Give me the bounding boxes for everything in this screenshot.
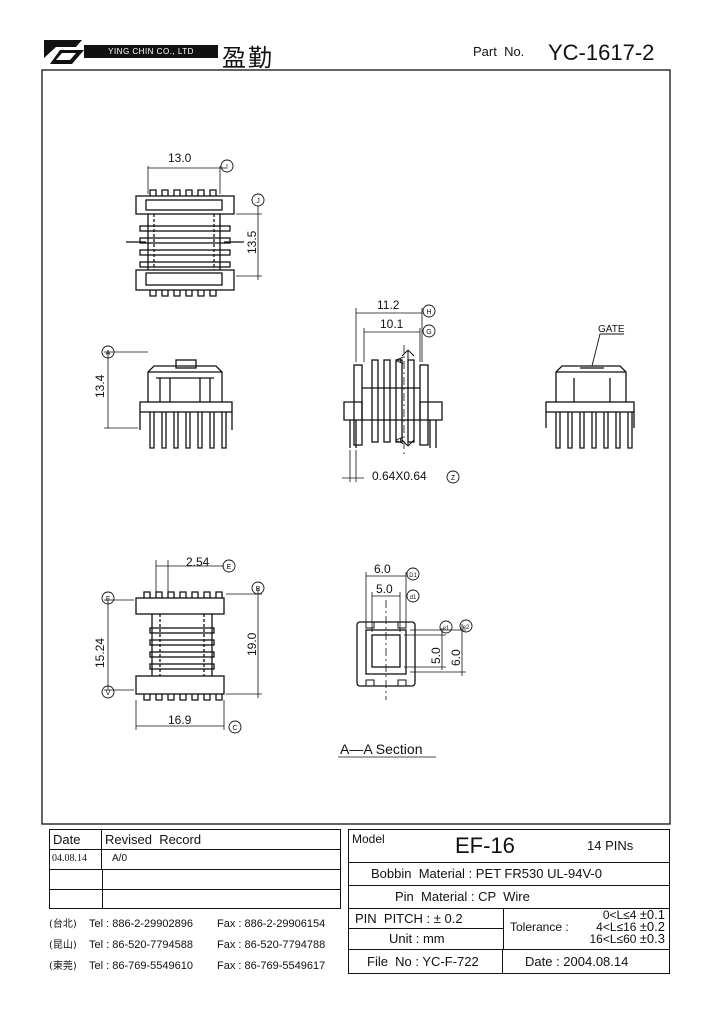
drawing-frame	[41, 69, 671, 825]
dim-label: 5.0	[429, 647, 443, 664]
drawing-date: Date : 2004.08.14	[525, 954, 629, 969]
model-row: Model EF-16 14 PINs	[349, 830, 669, 863]
contact-fax: Fax : 86-769-5549617	[217, 960, 326, 972]
contact-location: (昆山)	[49, 940, 77, 951]
reference-circle-label: H	[426, 309, 431, 316]
revision-date: 04.08.14	[50, 850, 102, 869]
dim-label: 15.24	[93, 638, 107, 668]
logo-mark-icon	[44, 40, 84, 64]
model-label: Model	[352, 832, 385, 846]
tolerance-value: ±0.2	[639, 919, 665, 934]
revision-date-header: Date	[50, 830, 102, 849]
reference-circle-label: Z	[451, 475, 456, 482]
contact-row: (昆山) Tel : 86-520-7794588 Fax : 86-520-7…	[49, 935, 345, 956]
pitch-tolerance-row: PIN PITCH : ± 0.2 Unit : mm Tolerance : …	[349, 907, 669, 950]
company-logo	[42, 38, 86, 66]
tolerance-label: Tolerance :	[510, 920, 569, 934]
reference-circle-label: D1	[409, 573, 417, 579]
dim-label: 6.0	[449, 649, 463, 666]
tolerance-range: 0<L≤4	[602, 908, 637, 922]
reference-circle-label: G	[426, 329, 431, 336]
tolerance-block: Tolerance : 0<L≤4 ±0.1 4<L≤16 ±0.2 16<L≤…	[504, 907, 669, 949]
section-view	[338, 567, 473, 758]
contact-fax: Fax : 86-520-7794788	[217, 939, 326, 951]
reference-circle-label: J	[256, 198, 260, 205]
reference-circle-label: A	[106, 350, 111, 357]
dim-label: 13.0	[168, 151, 192, 165]
reference-circle-label: C	[232, 725, 237, 732]
revision-record-header: Revised Record	[105, 832, 202, 847]
contact-location: (台北)	[49, 919, 77, 930]
company-banner: YING CHIN CO., LTD	[84, 45, 218, 58]
front-view	[101, 345, 233, 449]
contact-tel: Tel : 886-2-29902896	[89, 918, 193, 930]
reference-circle-label: F	[106, 596, 110, 603]
tolerance-range: 4<L≤16	[596, 920, 637, 934]
dim-label: 10.1	[380, 317, 404, 331]
section-title: A—A Section	[340, 741, 423, 757]
reference-circle-label: e2	[463, 625, 470, 631]
revision-record	[103, 870, 340, 889]
revision-row	[50, 870, 340, 890]
contact-row: (台北) Tel : 886-2-29902896 Fax : 886-2-29…	[49, 914, 345, 935]
reference-circle-label: B	[256, 586, 261, 593]
reference-circle-label: e1	[443, 626, 450, 632]
contact-row: (東莞) Tel : 86-769-5549610 Fax : 86-769-5…	[49, 956, 345, 977]
revision-header: Date Revised Record	[50, 830, 340, 850]
spec-table: Model EF-16 14 PINs Bobbin Material : PE…	[348, 829, 670, 974]
contact-tel: Tel : 86-769-5549610	[89, 960, 193, 972]
tolerance-value: ±0.1	[639, 907, 665, 922]
company-name: YING CHIN CO., LTD	[108, 47, 194, 56]
reference-circle-label: d1	[410, 595, 417, 601]
bottom-view	[101, 559, 265, 734]
bobbin-material: Bobbin Material : PET FR530 UL-94V-0	[349, 863, 669, 886]
dim-label: 19.0	[245, 632, 259, 656]
revision-record: A/0	[112, 853, 128, 864]
part-number: YC-1617-2	[548, 40, 655, 65]
contact-tel: Tel : 86-520-7794588	[89, 939, 193, 951]
tolerance-values: 0<L≤4 ±0.1 4<L≤16 ±0.2 16<L≤60 ±0.3	[589, 907, 665, 946]
pitch-unit-block: PIN PITCH : ± 0.2 Unit : mm	[349, 909, 504, 949]
tolerance-value: ±0.3	[639, 931, 665, 946]
dim-label: 13.5	[245, 230, 259, 254]
part-no-label: Part No.	[473, 44, 525, 59]
revision-date	[50, 870, 103, 889]
dim-label: 2.54	[186, 555, 210, 569]
top-view	[126, 159, 265, 297]
file-row: File No : YC-F-722 Date : 2004.08.14	[349, 950, 669, 974]
brand-chinese: 盈勤	[222, 44, 274, 72]
reference-circle-label: V	[106, 690, 111, 697]
file-number: File No : YC-F-722	[349, 950, 503, 974]
side-view	[342, 304, 460, 484]
revision-date	[50, 890, 103, 909]
section-mark: A	[394, 436, 406, 444]
contact-list: (台北) Tel : 886-2-29902896 Fax : 886-2-29…	[49, 914, 345, 977]
model-value: EF-16	[455, 833, 515, 858]
revision-row: 04.08.14 A/0	[50, 850, 340, 870]
pin-material: Pin Material : CP Wire	[349, 886, 669, 909]
back-view	[545, 333, 635, 449]
contact-fax: Fax : 886-2-29906154	[217, 918, 326, 930]
dim-label: 11.2	[377, 298, 400, 312]
dim-label: 6.0	[374, 562, 391, 576]
pin-count: 14 PINs	[587, 838, 634, 853]
reference-circle-label: I	[226, 164, 228, 171]
tolerance-range: 16<L≤60	[589, 932, 637, 946]
pin-pitch: PIN PITCH : ± 0.2	[349, 909, 503, 929]
section-mark: A	[394, 356, 406, 364]
revision-table: Date Revised Record 04.08.14 A/0	[49, 829, 341, 909]
dim-label: 13.4	[93, 374, 107, 398]
revision-row	[50, 890, 340, 909]
dim-label: 5.0	[376, 582, 393, 596]
reference-circle-label: E	[227, 564, 232, 571]
dim-label: 16.9	[168, 713, 192, 727]
dim-label: 0.64X0.64	[372, 469, 427, 483]
unit: Unit : mm	[389, 931, 445, 946]
revision-record	[103, 890, 340, 909]
gate-label: GATE	[598, 324, 625, 335]
contact-location: (東莞)	[49, 961, 77, 972]
